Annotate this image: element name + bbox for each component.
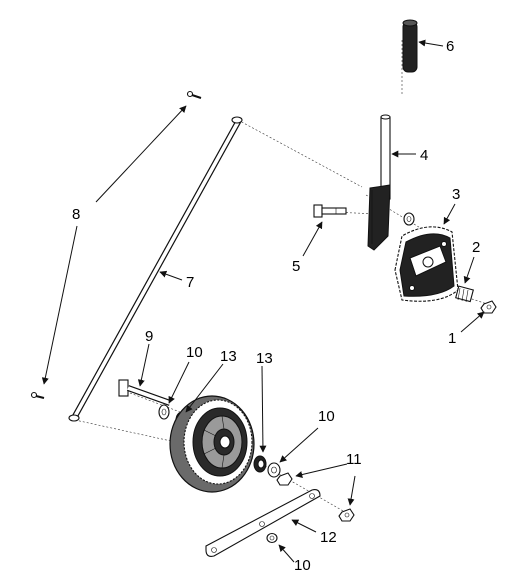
callout-1: 1 xyxy=(448,330,456,347)
leader-lines xyxy=(41,39,485,563)
callout-3: 3 xyxy=(452,186,460,203)
shift-lever-part xyxy=(367,114,391,251)
nut-bracket xyxy=(338,508,355,522)
callout-9: 9 xyxy=(145,328,153,345)
bearing-right xyxy=(253,455,267,473)
nut-part xyxy=(480,300,497,314)
callout-13-right: 13 xyxy=(256,350,273,367)
callout-6: 6 xyxy=(446,38,454,55)
gear-sector-part xyxy=(394,226,459,302)
washer-lever xyxy=(403,212,415,226)
callout-12: 12 xyxy=(320,529,337,546)
callout-5: 5 xyxy=(292,258,300,275)
axle-bolt-part xyxy=(118,379,172,406)
washer-bottom xyxy=(266,532,278,544)
bolt-part xyxy=(313,204,347,218)
bracket-part xyxy=(205,489,321,557)
spring-part xyxy=(455,285,474,303)
callout-10-bottom: 10 xyxy=(294,557,311,574)
callout-7: 7 xyxy=(186,274,194,291)
rod-part xyxy=(68,116,243,422)
washer-left xyxy=(158,404,170,420)
callout-11: 11 xyxy=(346,451,362,468)
cotter-pin-bottom xyxy=(30,391,45,399)
callout-2: 2 xyxy=(472,239,480,256)
nut-wheel xyxy=(276,472,293,486)
callout-4: 4 xyxy=(420,147,428,164)
callout-8: 8 xyxy=(72,206,80,223)
wheel-part xyxy=(169,395,255,493)
handle-grip-part xyxy=(402,19,418,73)
callout-10-right: 10 xyxy=(318,408,335,425)
callout-10-upper-left: 10 xyxy=(186,344,203,361)
washer-right xyxy=(267,462,281,478)
callout-13-left: 13 xyxy=(220,348,237,365)
cotter-pin-top xyxy=(186,90,202,99)
